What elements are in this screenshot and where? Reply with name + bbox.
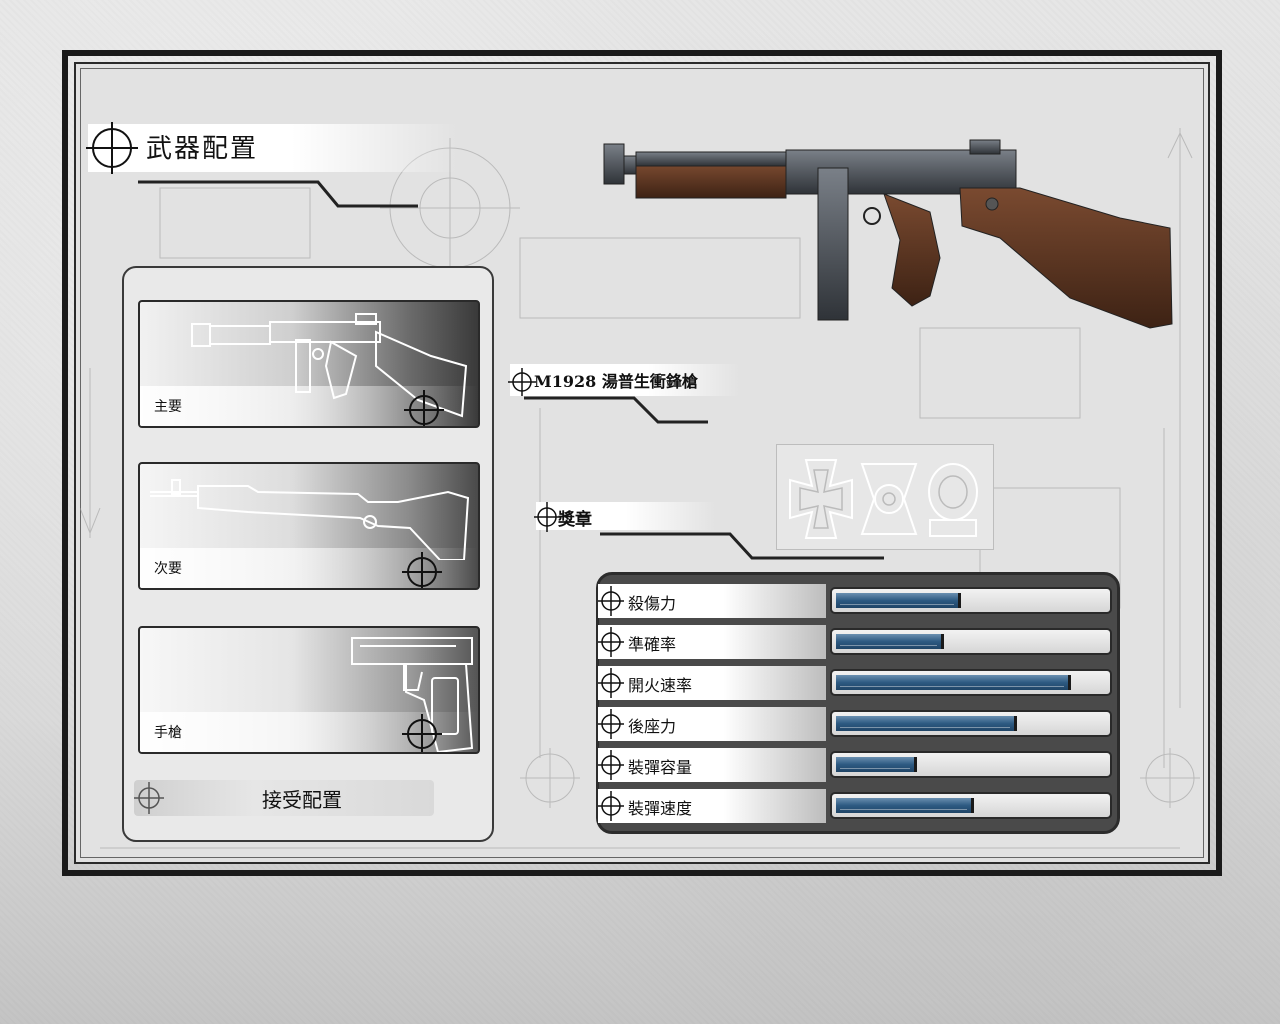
- stat-bar: [830, 628, 1112, 655]
- m1-garand-icon: [150, 479, 470, 560]
- stat-label-shade: [598, 748, 826, 782]
- accept-loadout-button[interactable]: [134, 780, 434, 816]
- slot-label-primary: 主要: [154, 399, 182, 415]
- weapon-name: M1928 湯普生衝鋒槍: [534, 372, 698, 391]
- sharpshooter-badge-icon: [860, 463, 918, 535]
- stat-bar: [830, 669, 1112, 696]
- title-underline: [138, 180, 418, 208]
- medals-underline: [600, 532, 884, 560]
- slot-label-secondary: 次要: [154, 561, 182, 577]
- stat-bar: [830, 710, 1112, 737]
- slot-label-shade: [140, 386, 478, 426]
- crosshair-icon: [598, 750, 624, 780]
- stat-label: 殺傷力: [628, 594, 677, 613]
- crosshair-icon: [404, 390, 444, 426]
- crosshair-icon: [598, 709, 624, 739]
- stat-label-shade: [598, 707, 826, 741]
- stat-row: 準確率: [598, 625, 1114, 659]
- stat-label-shade: [598, 666, 826, 700]
- crosshair-icon: [598, 791, 624, 821]
- weapon-name-underline: [524, 396, 708, 424]
- page-title: 武器配置: [146, 134, 259, 164]
- loadout-slot-primary[interactable]: 主要: [138, 300, 480, 428]
- loadout-slot-secondary[interactable]: 次要: [138, 462, 480, 590]
- weapon-name-banner: [510, 364, 740, 396]
- stat-label: 裝彈速度: [628, 799, 693, 818]
- stat-row: 開火速率: [598, 666, 1114, 700]
- stat-bar-fill: [836, 675, 1071, 690]
- stat-bar: [830, 792, 1112, 819]
- stat-label-shade: [598, 789, 826, 823]
- stat-bar-fill: [836, 716, 1017, 731]
- stat-label-shade: [598, 584, 826, 618]
- stat-row: 殺傷力: [598, 584, 1114, 618]
- iron-cross-medal-icon: [789, 459, 853, 539]
- medals-title: 獎章: [558, 510, 592, 530]
- stat-label-shade: [598, 625, 826, 659]
- medals-box: [776, 444, 994, 550]
- m1911-pistol-icon: [351, 637, 474, 752]
- stat-row: 裝彈容量: [598, 748, 1114, 782]
- stat-row: 裝彈速度: [598, 789, 1114, 823]
- crosshair-icon: [86, 122, 138, 174]
- stat-bar: [830, 587, 1112, 614]
- stat-label: 開火速率: [628, 676, 693, 695]
- stat-bar-fill: [836, 634, 944, 649]
- thompson-smg-render: [603, 139, 1173, 329]
- crosshair-icon: [598, 627, 624, 657]
- stat-label: 後座力: [628, 717, 677, 736]
- stat-row: 後座力: [598, 707, 1114, 741]
- loadout-slot-pistol[interactable]: 手槍: [138, 626, 480, 754]
- title-banner: [88, 124, 458, 172]
- stat-bar-fill: [836, 593, 961, 608]
- crosshair-icon: [508, 368, 536, 396]
- stat-label: 裝彈容量: [628, 758, 693, 777]
- accept-loadout-label: 接受配置: [262, 788, 342, 812]
- stat-bar: [830, 751, 1112, 778]
- stat-label: 準確率: [628, 635, 677, 654]
- medals-banner: [536, 502, 716, 530]
- wreath-badge-icon: [928, 463, 978, 537]
- crosshair-icon: [598, 668, 624, 698]
- crosshair-icon: [534, 502, 560, 532]
- crosshair-icon: [402, 552, 442, 588]
- crosshair-icon: [598, 586, 624, 616]
- crosshair-icon: [402, 714, 442, 752]
- stat-bar-fill: [836, 798, 974, 813]
- inner-frame-line: [80, 68, 1204, 858]
- crosshair-icon: [134, 780, 164, 816]
- slot-label-pistol: 手槍: [154, 725, 182, 741]
- outer-frame: [62, 50, 1222, 876]
- stat-bar-fill: [836, 757, 917, 772]
